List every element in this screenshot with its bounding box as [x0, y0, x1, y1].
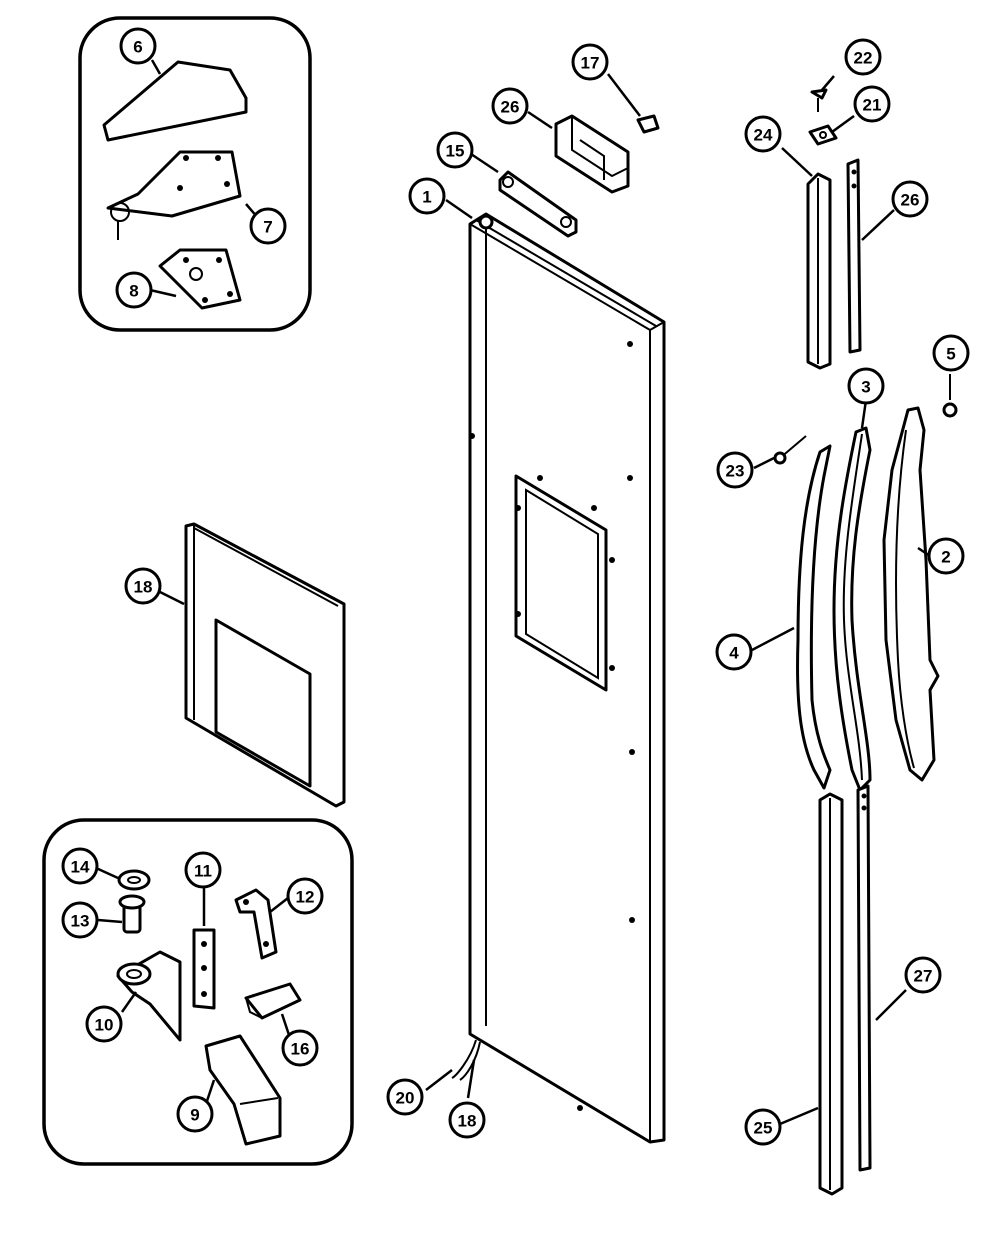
part-18-20-wires: [425, 1039, 481, 1099]
callout-22: 22: [844, 38, 882, 76]
svg-text:22: 22: [854, 49, 873, 68]
part-2-handle-base: [882, 406, 940, 782]
inset-frame-top: [78, 16, 312, 332]
part-1-door-panel: [445, 198, 666, 1144]
part-22-screw: [810, 75, 835, 112]
part-15-latch: [467, 150, 578, 238]
callout-18-panel: 18: [124, 567, 162, 605]
svg-text:8: 8: [129, 282, 138, 301]
svg-text:24: 24: [754, 126, 773, 145]
svg-text:5: 5: [946, 345, 955, 364]
part-26-strip: [846, 158, 895, 354]
callout-7: 7: [249, 207, 287, 245]
part-4-handle: [751, 444, 832, 790]
svg-text:12: 12: [296, 888, 315, 907]
callout-26: 26: [891, 180, 929, 218]
callout-13: 13: [61, 901, 99, 939]
svg-text:1: 1: [422, 188, 431, 207]
callout-3: 3: [847, 367, 885, 405]
callout-28: 26: [491, 87, 529, 125]
svg-text:26: 26: [501, 98, 520, 117]
svg-text:4: 4: [729, 644, 739, 663]
svg-text:11: 11: [194, 862, 212, 881]
svg-text:21: 21: [863, 96, 882, 115]
callout-12: 12: [286, 877, 324, 915]
svg-text:9: 9: [190, 1106, 199, 1125]
part-28-bracket: [527, 110, 630, 194]
part-11-plate: [192, 928, 216, 1010]
callout-23: 23: [716, 451, 754, 489]
inset-bracket-parts: [42, 818, 354, 1166]
part-13-fitting: [118, 894, 146, 934]
svg-text:25: 25: [754, 1119, 773, 1138]
inset-frame-bottom: [42, 818, 354, 1166]
part-8-hinge-bracket: [158, 248, 242, 310]
callout-6: 6: [119, 27, 157, 65]
callout-16: 16: [281, 1029, 319, 1067]
svg-text:7: 7: [263, 218, 272, 237]
callout-11: 11: [184, 851, 222, 889]
callout-5: 5: [932, 334, 970, 372]
callout-8: 8: [115, 271, 153, 309]
callout-15: 15: [436, 131, 474, 169]
svg-text:10: 10: [95, 1016, 114, 1035]
part-7-hinge-plate: [106, 150, 242, 240]
part-24-trim: [781, 147, 832, 370]
part-23-screw: [753, 435, 807, 470]
part-17-screw: [607, 73, 660, 134]
part-14-washer: [117, 869, 151, 891]
svg-text:20: 20: [396, 1089, 415, 1108]
svg-text:3: 3: [861, 378, 870, 397]
part-10-hinge-pin: [116, 950, 182, 1042]
callout-20: 20: [386, 1078, 424, 1116]
callout-4: 4: [715, 633, 753, 671]
callout-2: 2: [927, 537, 965, 575]
callout-25: 25: [744, 1108, 782, 1146]
svg-text:16: 16: [291, 1040, 310, 1059]
callout-9: 9: [176, 1095, 214, 1133]
callout-27: 27: [904, 956, 942, 994]
callout-10: 10: [85, 1005, 123, 1043]
svg-text:23: 23: [726, 462, 745, 481]
part-18-dispenser-panel: [159, 522, 346, 808]
svg-text:6: 6: [133, 38, 142, 57]
callout-21: 21: [853, 85, 891, 123]
svg-text:15: 15: [446, 142, 465, 161]
callout-1: 1: [408, 177, 446, 215]
svg-text:18: 18: [134, 578, 153, 597]
part-21-nut: [808, 114, 855, 146]
part-16-clip: [244, 982, 302, 1020]
callout-18-wire: 18: [448, 1101, 486, 1139]
part-25-trim: [779, 792, 844, 1196]
part-12-bracket: [234, 888, 278, 960]
callout-17: 17: [571, 43, 609, 81]
svg-text:14: 14: [71, 858, 90, 877]
svg-text:13: 13: [71, 912, 90, 931]
svg-text:27: 27: [914, 967, 933, 986]
callout-24: 24: [744, 115, 782, 153]
inset-hinge-parts: [78, 16, 312, 332]
svg-text:26: 26: [901, 191, 920, 210]
svg-text:17: 17: [581, 54, 600, 73]
part-3-handle-insert: [832, 399, 872, 792]
part-5-screw: [942, 374, 958, 418]
part-6-hinge-cover: [102, 60, 248, 142]
callout-14: 14: [61, 847, 99, 885]
part-9-hinge-block: [204, 1034, 282, 1146]
part-27-strip: [856, 784, 907, 1172]
svg-text:2: 2: [941, 548, 950, 567]
svg-text:18: 18: [458, 1112, 477, 1131]
